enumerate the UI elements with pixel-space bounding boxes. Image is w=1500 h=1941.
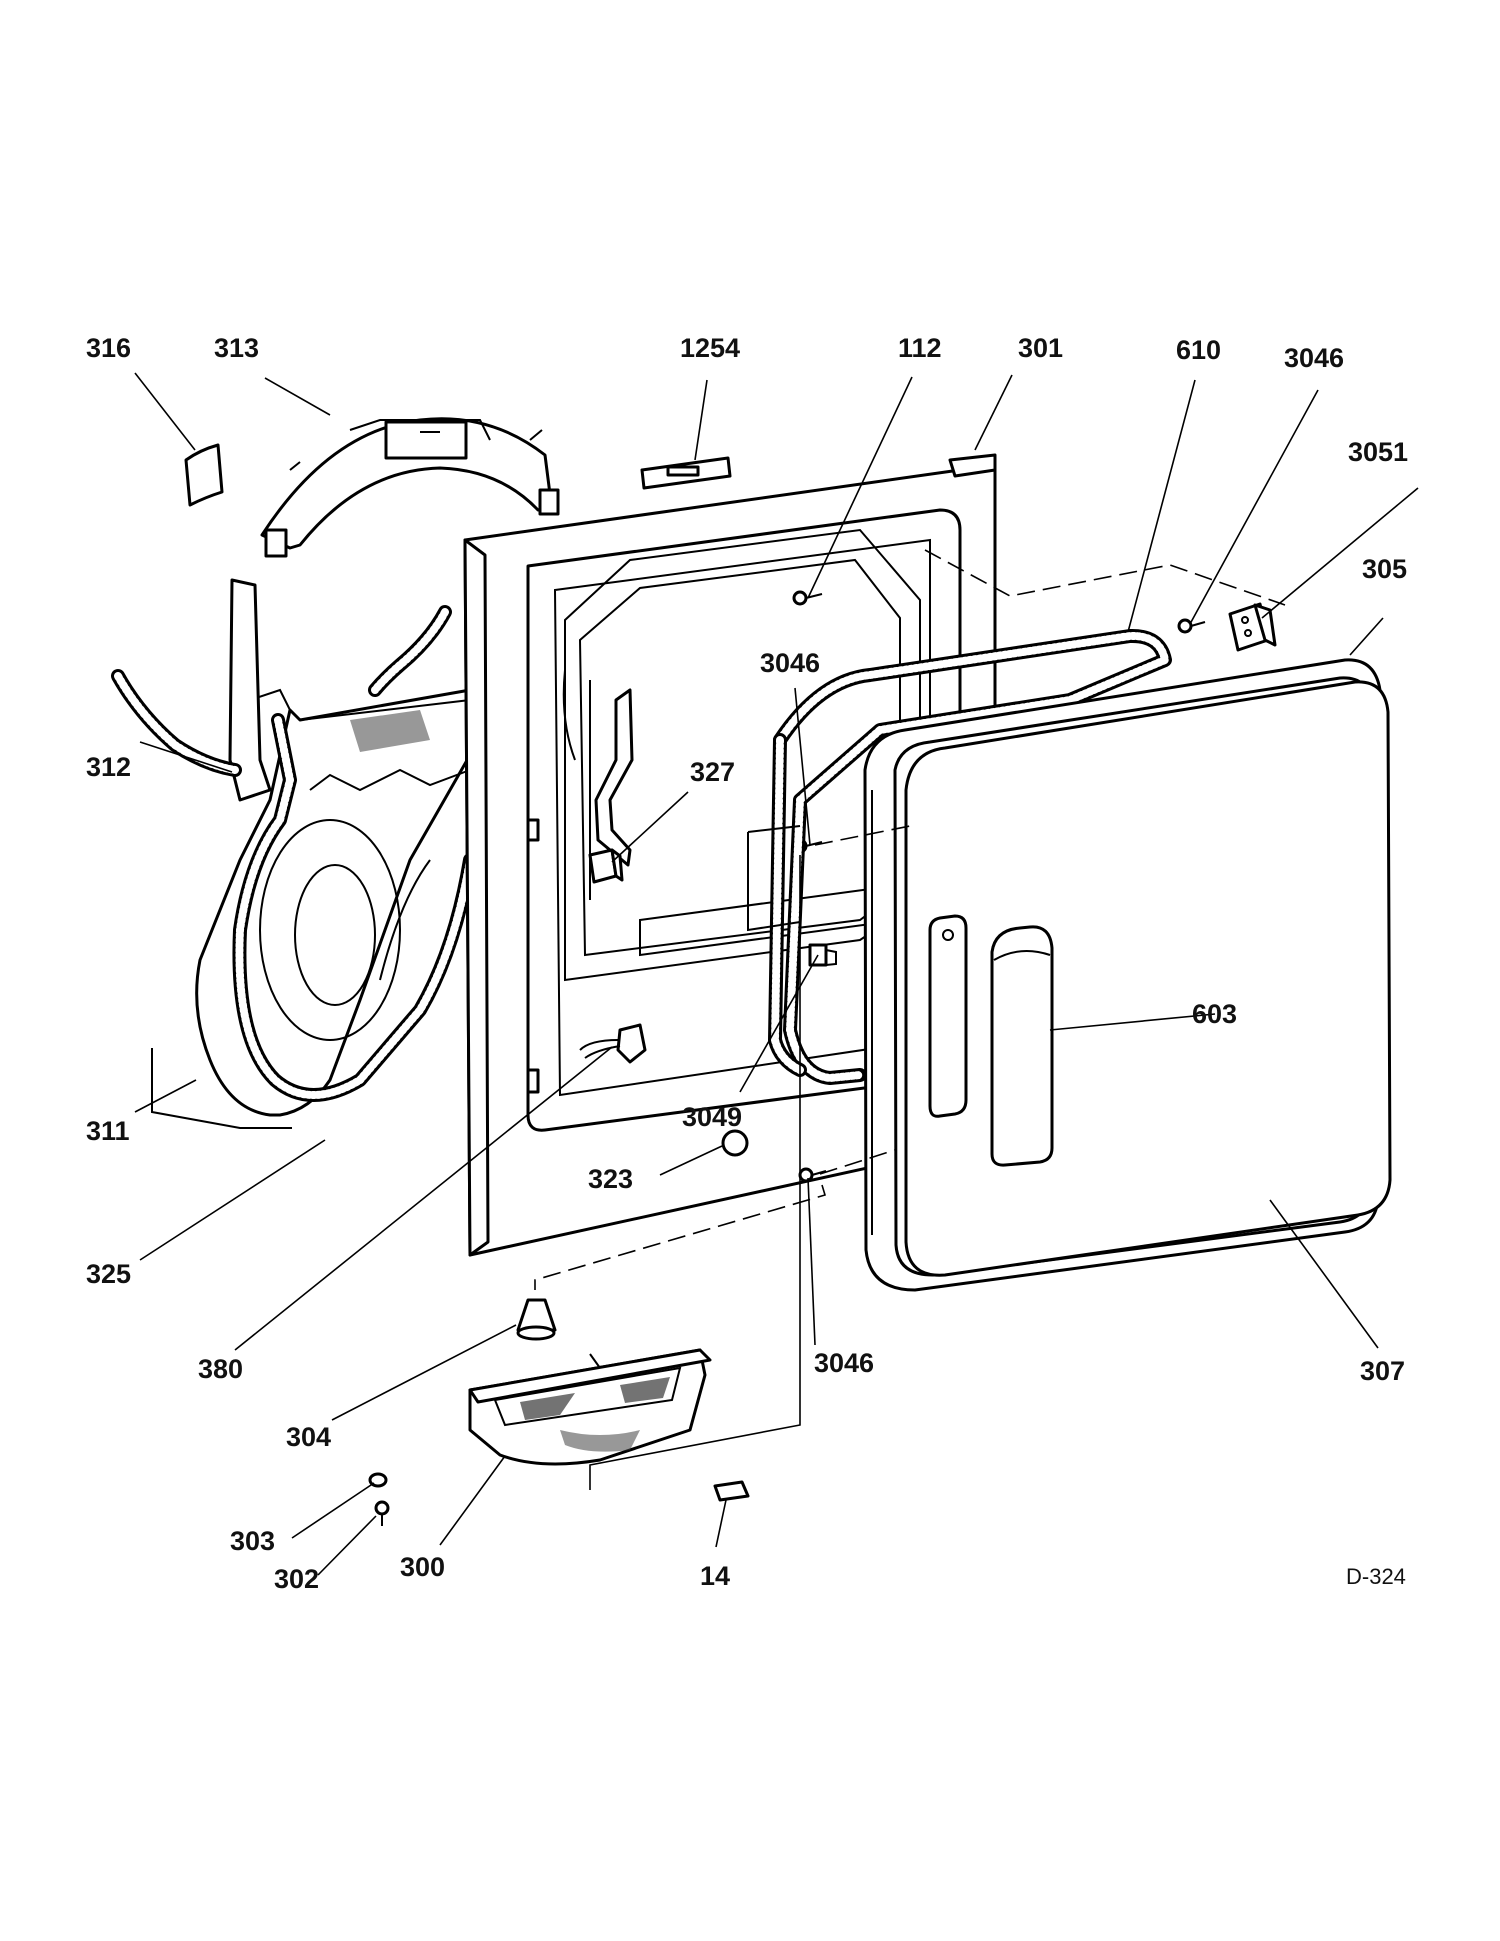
part-316-trim-strip xyxy=(184,443,224,507)
callout-313: 313 xyxy=(214,333,259,363)
callout-303: 303 xyxy=(230,1526,275,1556)
diagram-code: D-324 xyxy=(1346,1564,1406,1589)
callout-323: 323 xyxy=(588,1164,633,1194)
part-313-bulkhead-top xyxy=(260,417,560,558)
callout-3051: 3051 xyxy=(1348,437,1408,467)
callout-316: 316 xyxy=(86,333,131,363)
part-3051-hinge xyxy=(1228,602,1277,652)
part-312-gasket xyxy=(111,605,452,777)
part-304-leveling-foot xyxy=(516,1298,557,1341)
callout-603: 603 xyxy=(1192,999,1237,1029)
part-300-lint-trap-housing xyxy=(468,1348,712,1466)
part-307-door-outer xyxy=(814,680,1392,1277)
part-302-screw xyxy=(374,1500,390,1526)
part-610-door-gasket xyxy=(768,628,1172,1085)
callout-3046-mid: 3046 xyxy=(760,648,820,678)
callout-327: 327 xyxy=(690,757,735,787)
callout-312: 312 xyxy=(86,752,131,782)
callout-302: 302 xyxy=(274,1564,319,1594)
callout-1254: 1254 xyxy=(680,333,740,363)
part-311-front-bulkhead xyxy=(195,688,472,1117)
callout-3046-bot: 3046 xyxy=(814,1348,874,1378)
callout-610: 610 xyxy=(1176,335,1221,365)
callout-300: 300 xyxy=(400,1552,445,1582)
screw-3046-top xyxy=(1177,618,1206,634)
part-380-switch xyxy=(579,1023,647,1064)
callout-labels: 316 313 1254 112 301 610 3046 3051 305 3… xyxy=(86,333,1408,1594)
part-14-clip xyxy=(713,1480,750,1502)
callout-311: 311 xyxy=(86,1116,130,1146)
callout-305: 305 xyxy=(1362,554,1407,584)
part-323-button xyxy=(721,1129,749,1157)
callout-307: 307 xyxy=(1360,1356,1405,1386)
callout-325: 325 xyxy=(86,1259,131,1289)
leader-lines xyxy=(134,372,1419,1576)
callout-3046-top: 3046 xyxy=(1284,343,1344,373)
callout-112: 112 xyxy=(898,333,942,363)
callout-3049: 3049 xyxy=(682,1102,742,1132)
bracket-lines xyxy=(534,825,826,1490)
callout-304: 304 xyxy=(286,1422,331,1452)
callout-301: 301 xyxy=(1018,333,1063,363)
part-301-front-panel xyxy=(463,453,1286,1257)
callout-380: 380 xyxy=(198,1354,243,1384)
bracket-311 xyxy=(151,1048,292,1129)
part-325-door-seal xyxy=(228,578,477,1102)
part-1254-door-strike xyxy=(640,456,732,490)
part-327-door-switch xyxy=(588,848,624,884)
callout-14: 14 xyxy=(700,1561,730,1591)
